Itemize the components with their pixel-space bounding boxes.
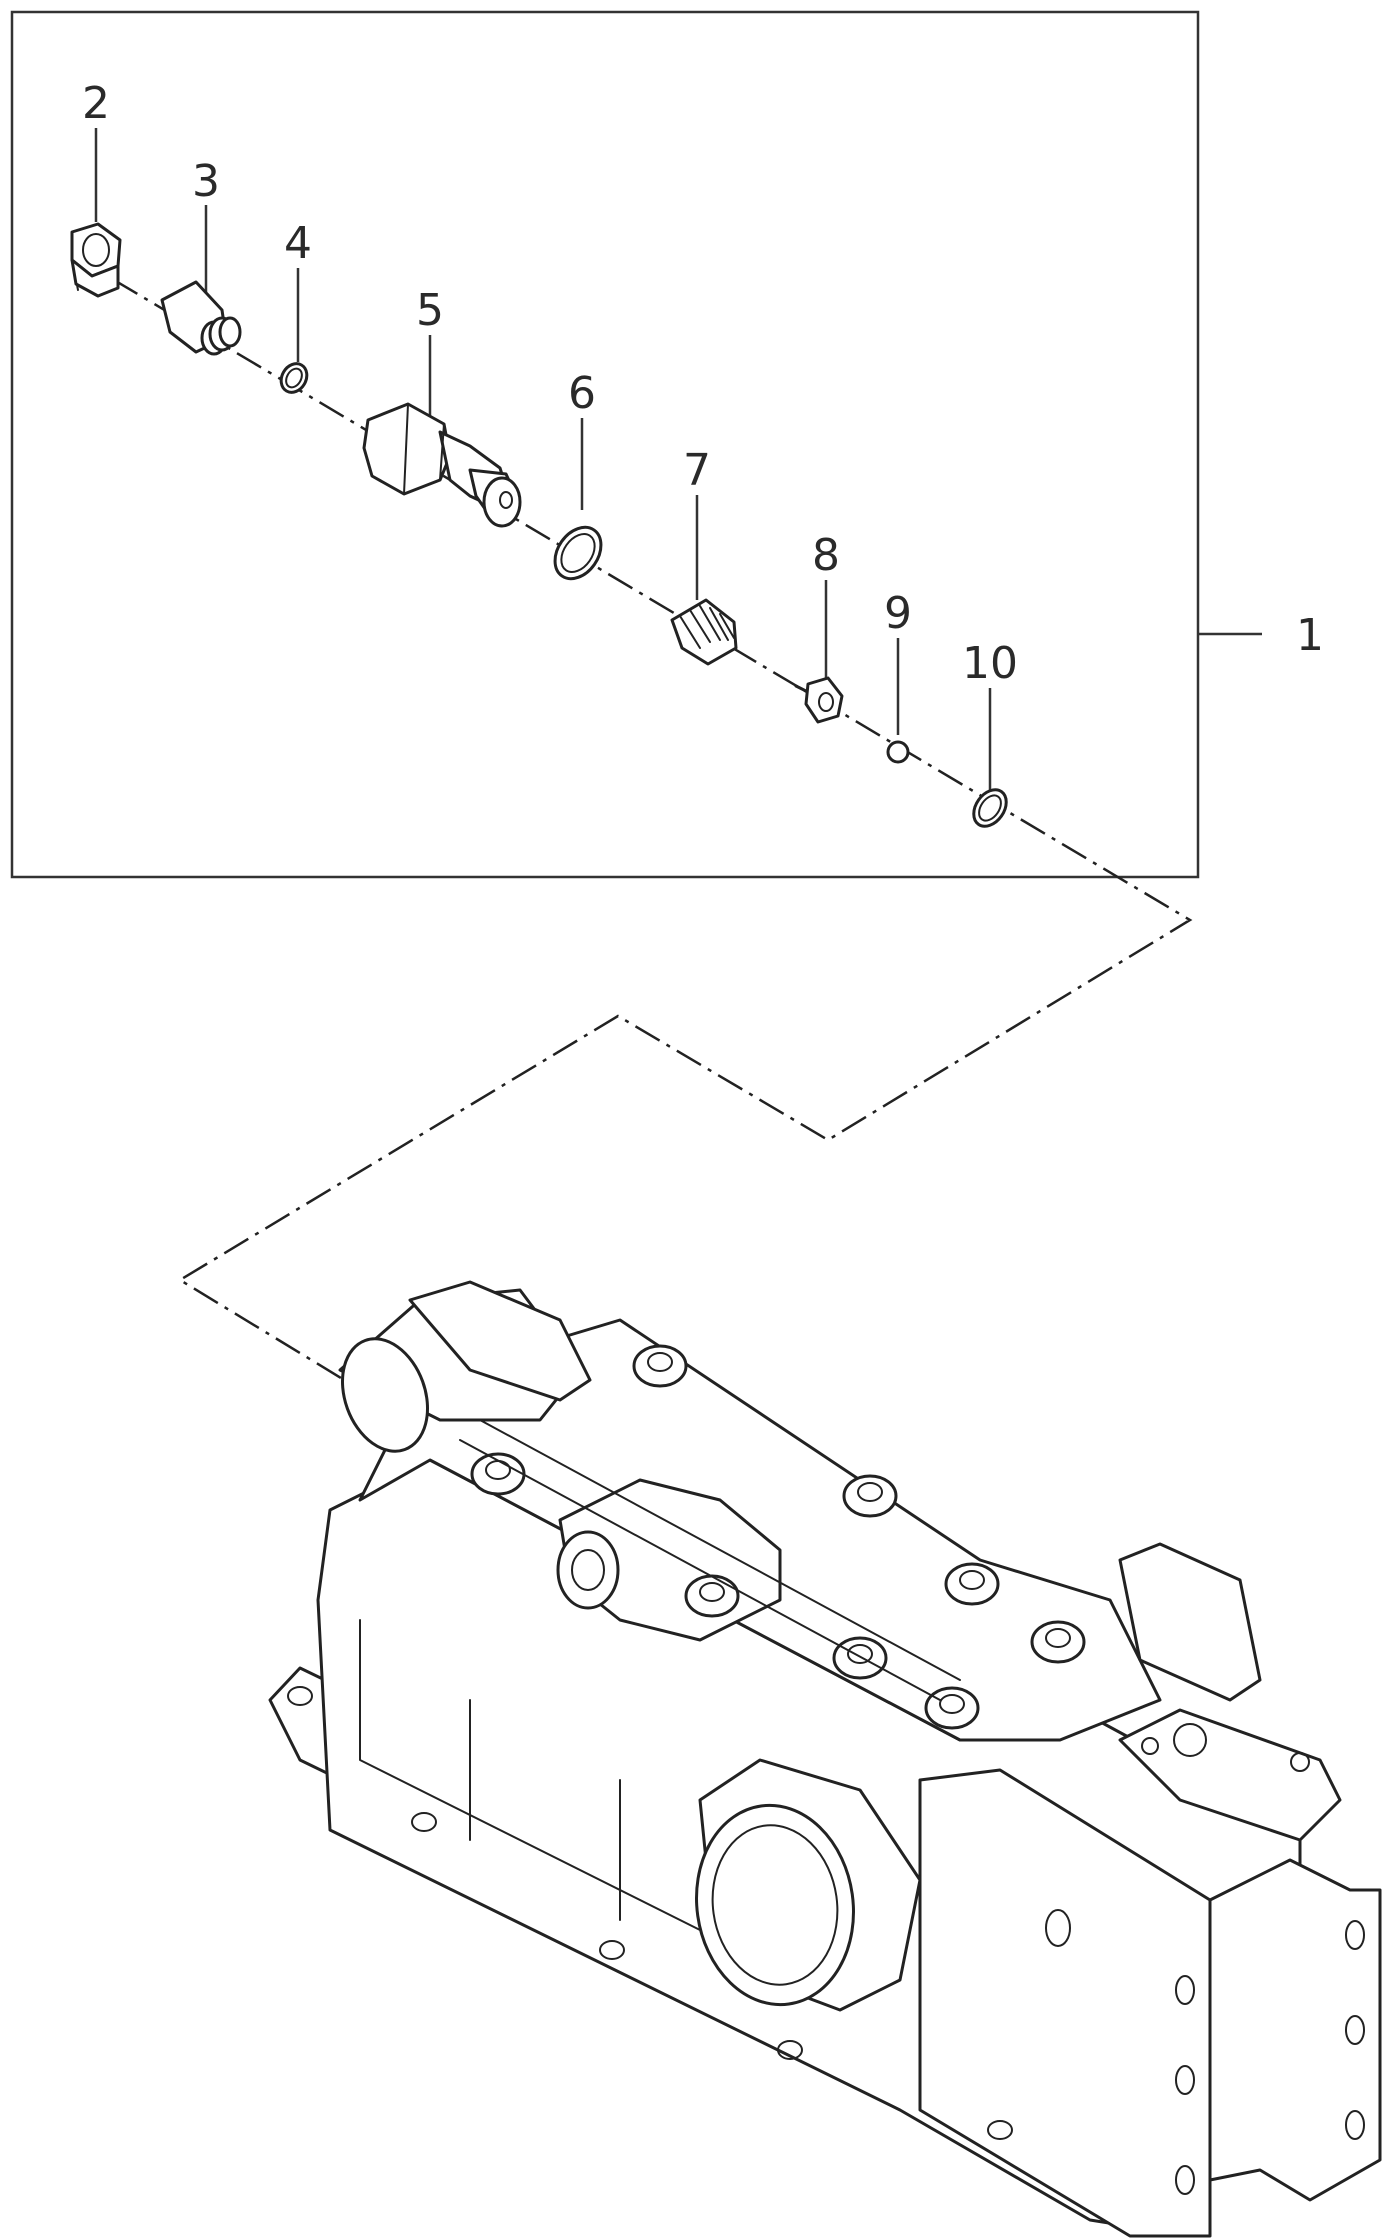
part-5-valve-body <box>362 402 522 528</box>
part-2-hex-nut <box>70 222 122 298</box>
assembly-axis-line <box>71 253 1193 1422</box>
part-7-spring <box>670 598 738 666</box>
callout-1: 1 <box>1296 610 1324 661</box>
callout-leaders <box>94 128 992 790</box>
part-9-ball <box>886 740 910 764</box>
callout-6: 6 <box>568 368 596 419</box>
callout-2: 2 <box>82 78 110 129</box>
part-3-plug <box>160 280 242 356</box>
part-4-o-ring <box>279 362 309 394</box>
callout-9: 9 <box>884 588 912 639</box>
part-8-poppet <box>794 676 844 724</box>
callout-3: 3 <box>192 156 220 207</box>
callout-7: 7 <box>683 445 711 496</box>
part-10-o-ring <box>972 788 1008 828</box>
callout-8: 8 <box>812 530 840 581</box>
callout-4: 4 <box>284 218 312 269</box>
part-6-o-ring <box>553 525 603 581</box>
callout-5: 5 <box>416 285 444 336</box>
callout-10: 10 <box>962 638 1018 689</box>
valve-housing <box>268 1280 1382 2238</box>
kit-boundary-box <box>10 10 1200 879</box>
callout-labels: 1 2 3 4 5 6 7 8 9 10 <box>82 78 1324 689</box>
